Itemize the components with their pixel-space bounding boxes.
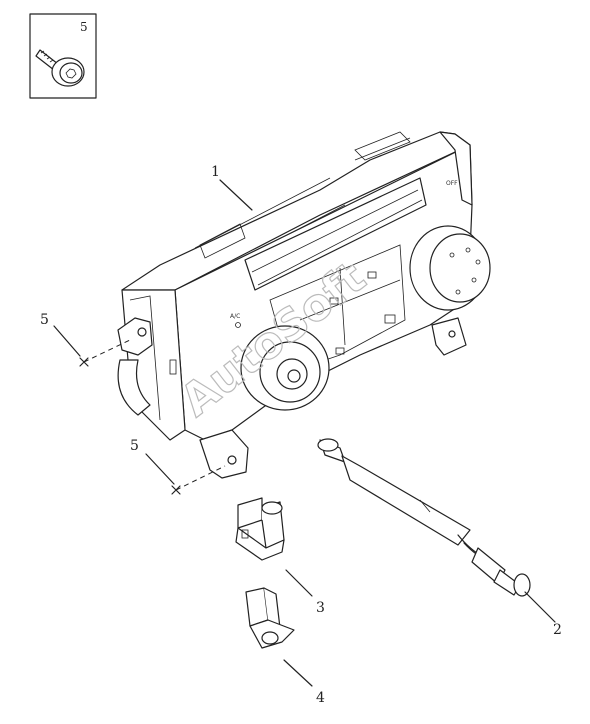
switch-part-3 [235, 497, 285, 561]
fastener-mark-left [79, 357, 89, 367]
off-label: OFF [446, 180, 458, 187]
inset-number: 5 [80, 20, 88, 34]
inset-box: 5 [29, 13, 97, 99]
ac-label: A/C [230, 313, 240, 320]
callout-5-left: 5 [40, 312, 49, 328]
climate-control-panel: A/C OFF [117, 131, 491, 479]
screw-icon [35, 49, 85, 87]
callout-5-lower: 5 [130, 438, 139, 454]
leader-line-5b [145, 453, 175, 485]
recirculate-icon [335, 347, 345, 355]
inset-frame [29, 13, 97, 99]
sensor-harness [317, 438, 531, 597]
leader-line-1 [219, 179, 253, 211]
mode-icon [329, 297, 339, 305]
defrost-icon [384, 314, 396, 324]
callout-2: 2 [553, 622, 562, 638]
fan-speed-knob [409, 225, 491, 311]
leader-line-3 [285, 569, 313, 597]
switch-part-4 [245, 587, 295, 649]
fan-icon [367, 271, 377, 279]
leader-line-4 [283, 659, 313, 687]
fastener-mark-lower [171, 485, 181, 495]
callout-4: 4 [316, 690, 325, 706]
callout-1: 1 [211, 164, 220, 180]
fastener-path-lower [175, 465, 226, 491]
leader-line-2 [524, 591, 556, 623]
left-mount-bracket [117, 317, 153, 356]
leader-line-5a [53, 325, 81, 357]
temperature-knob [240, 325, 330, 411]
display-window [244, 177, 427, 291]
callout-3: 3 [316, 600, 325, 616]
lower-mount-bracket [199, 429, 249, 479]
